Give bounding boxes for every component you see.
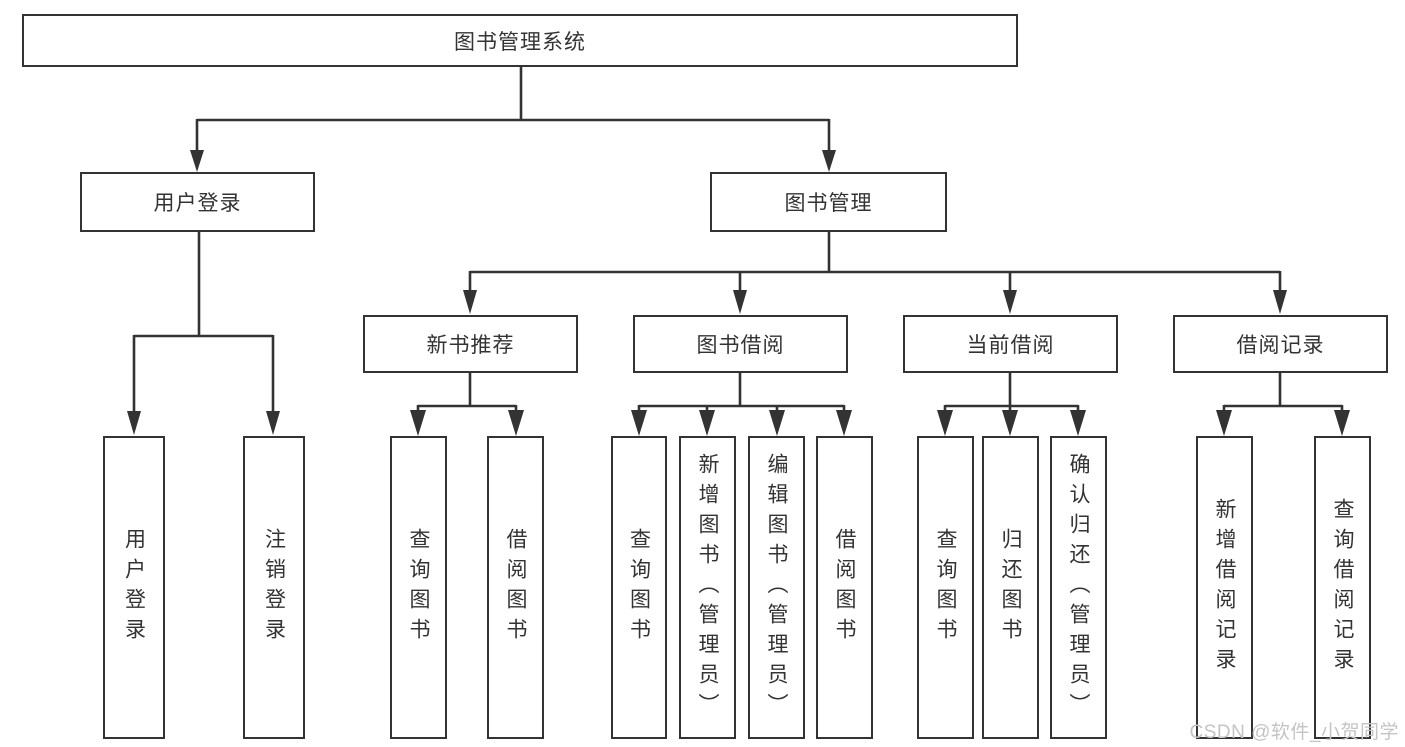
connector-root-to-level2 — [190, 67, 836, 172]
leaf-edit-books-admin: 编辑图书（管理员） — [748, 436, 805, 739]
node-current-borrowing: 当前借阅 — [903, 315, 1118, 373]
node-label: 借阅图书 — [833, 527, 856, 648]
leaf-add-borrow-record: 新增借阅记录 — [1196, 436, 1253, 739]
watermark: CSDN @软件_小贺同学 — [1189, 722, 1399, 743]
node-label: 图书借阅 — [696, 334, 785, 357]
node-book-management: 图书管理 — [710, 172, 947, 232]
node-label: 新增借阅记录 — [1213, 497, 1236, 678]
node-new-book-recommendation: 新书推荐 — [363, 315, 578, 373]
leaf-confirm-return-admin: 确认归还（管理员） — [1050, 436, 1107, 739]
node-label: 查询图书 — [934, 527, 957, 648]
node-label: 编辑图书（管理员） — [765, 452, 788, 723]
leaf-logout: 注销登录 — [243, 436, 305, 739]
connector-new-book-to-leaves — [410, 372, 524, 436]
leaf-query-books-borrow: 查询图书 — [611, 436, 667, 739]
connector-user-login-to-leaves — [127, 231, 280, 435]
leaf-add-books-admin: 新增图书（管理员） — [679, 436, 736, 739]
node-label: 确认归还（管理员） — [1067, 452, 1090, 723]
leaf-borrow-books: 借阅图书 — [816, 436, 873, 739]
node-label: 注销登录 — [262, 527, 286, 648]
node-label: 归还图书 — [999, 527, 1022, 648]
connector-current-borrow-to-leaves — [937, 372, 1086, 436]
node-label: 图书管理系统 — [454, 30, 586, 54]
node-user-login: 用户登录 — [80, 172, 315, 232]
node-book-borrowing: 图书借阅 — [633, 315, 848, 373]
leaf-query-books-recommend: 查询图书 — [390, 436, 447, 739]
leaf-borrow-books-recommend: 借阅图书 — [487, 436, 544, 739]
node-label: 用户登录 — [153, 192, 242, 215]
connector-borrow-record-to-leaves — [1216, 372, 1350, 436]
connector-book-borrow-to-leaves — [631, 372, 852, 436]
node-library-management-system: 图书管理系统 — [22, 14, 1018, 67]
node-label: 查询图书 — [407, 527, 430, 648]
node-label: 新书推荐 — [426, 334, 515, 357]
leaf-query-books-current: 查询图书 — [917, 436, 974, 739]
leaf-user-login: 用户登录 — [103, 436, 165, 739]
node-label: 图书管理 — [784, 192, 873, 215]
connector-book-mgmt-to-level3 — [463, 231, 1287, 314]
node-label: 借阅记录 — [1236, 334, 1325, 357]
node-label: 查询图书 — [627, 527, 651, 648]
node-label: 查询借阅记录 — [1331, 497, 1354, 678]
node-label: 当前借阅 — [966, 334, 1055, 357]
leaf-query-borrow-record: 查询借阅记录 — [1314, 436, 1371, 739]
node-label: 借阅图书 — [504, 527, 527, 648]
node-label: 新增图书（管理员） — [696, 452, 719, 723]
node-borrowing-records: 借阅记录 — [1173, 315, 1388, 373]
leaf-return-books: 归还图书 — [982, 436, 1039, 739]
node-label: 用户登录 — [122, 527, 146, 648]
